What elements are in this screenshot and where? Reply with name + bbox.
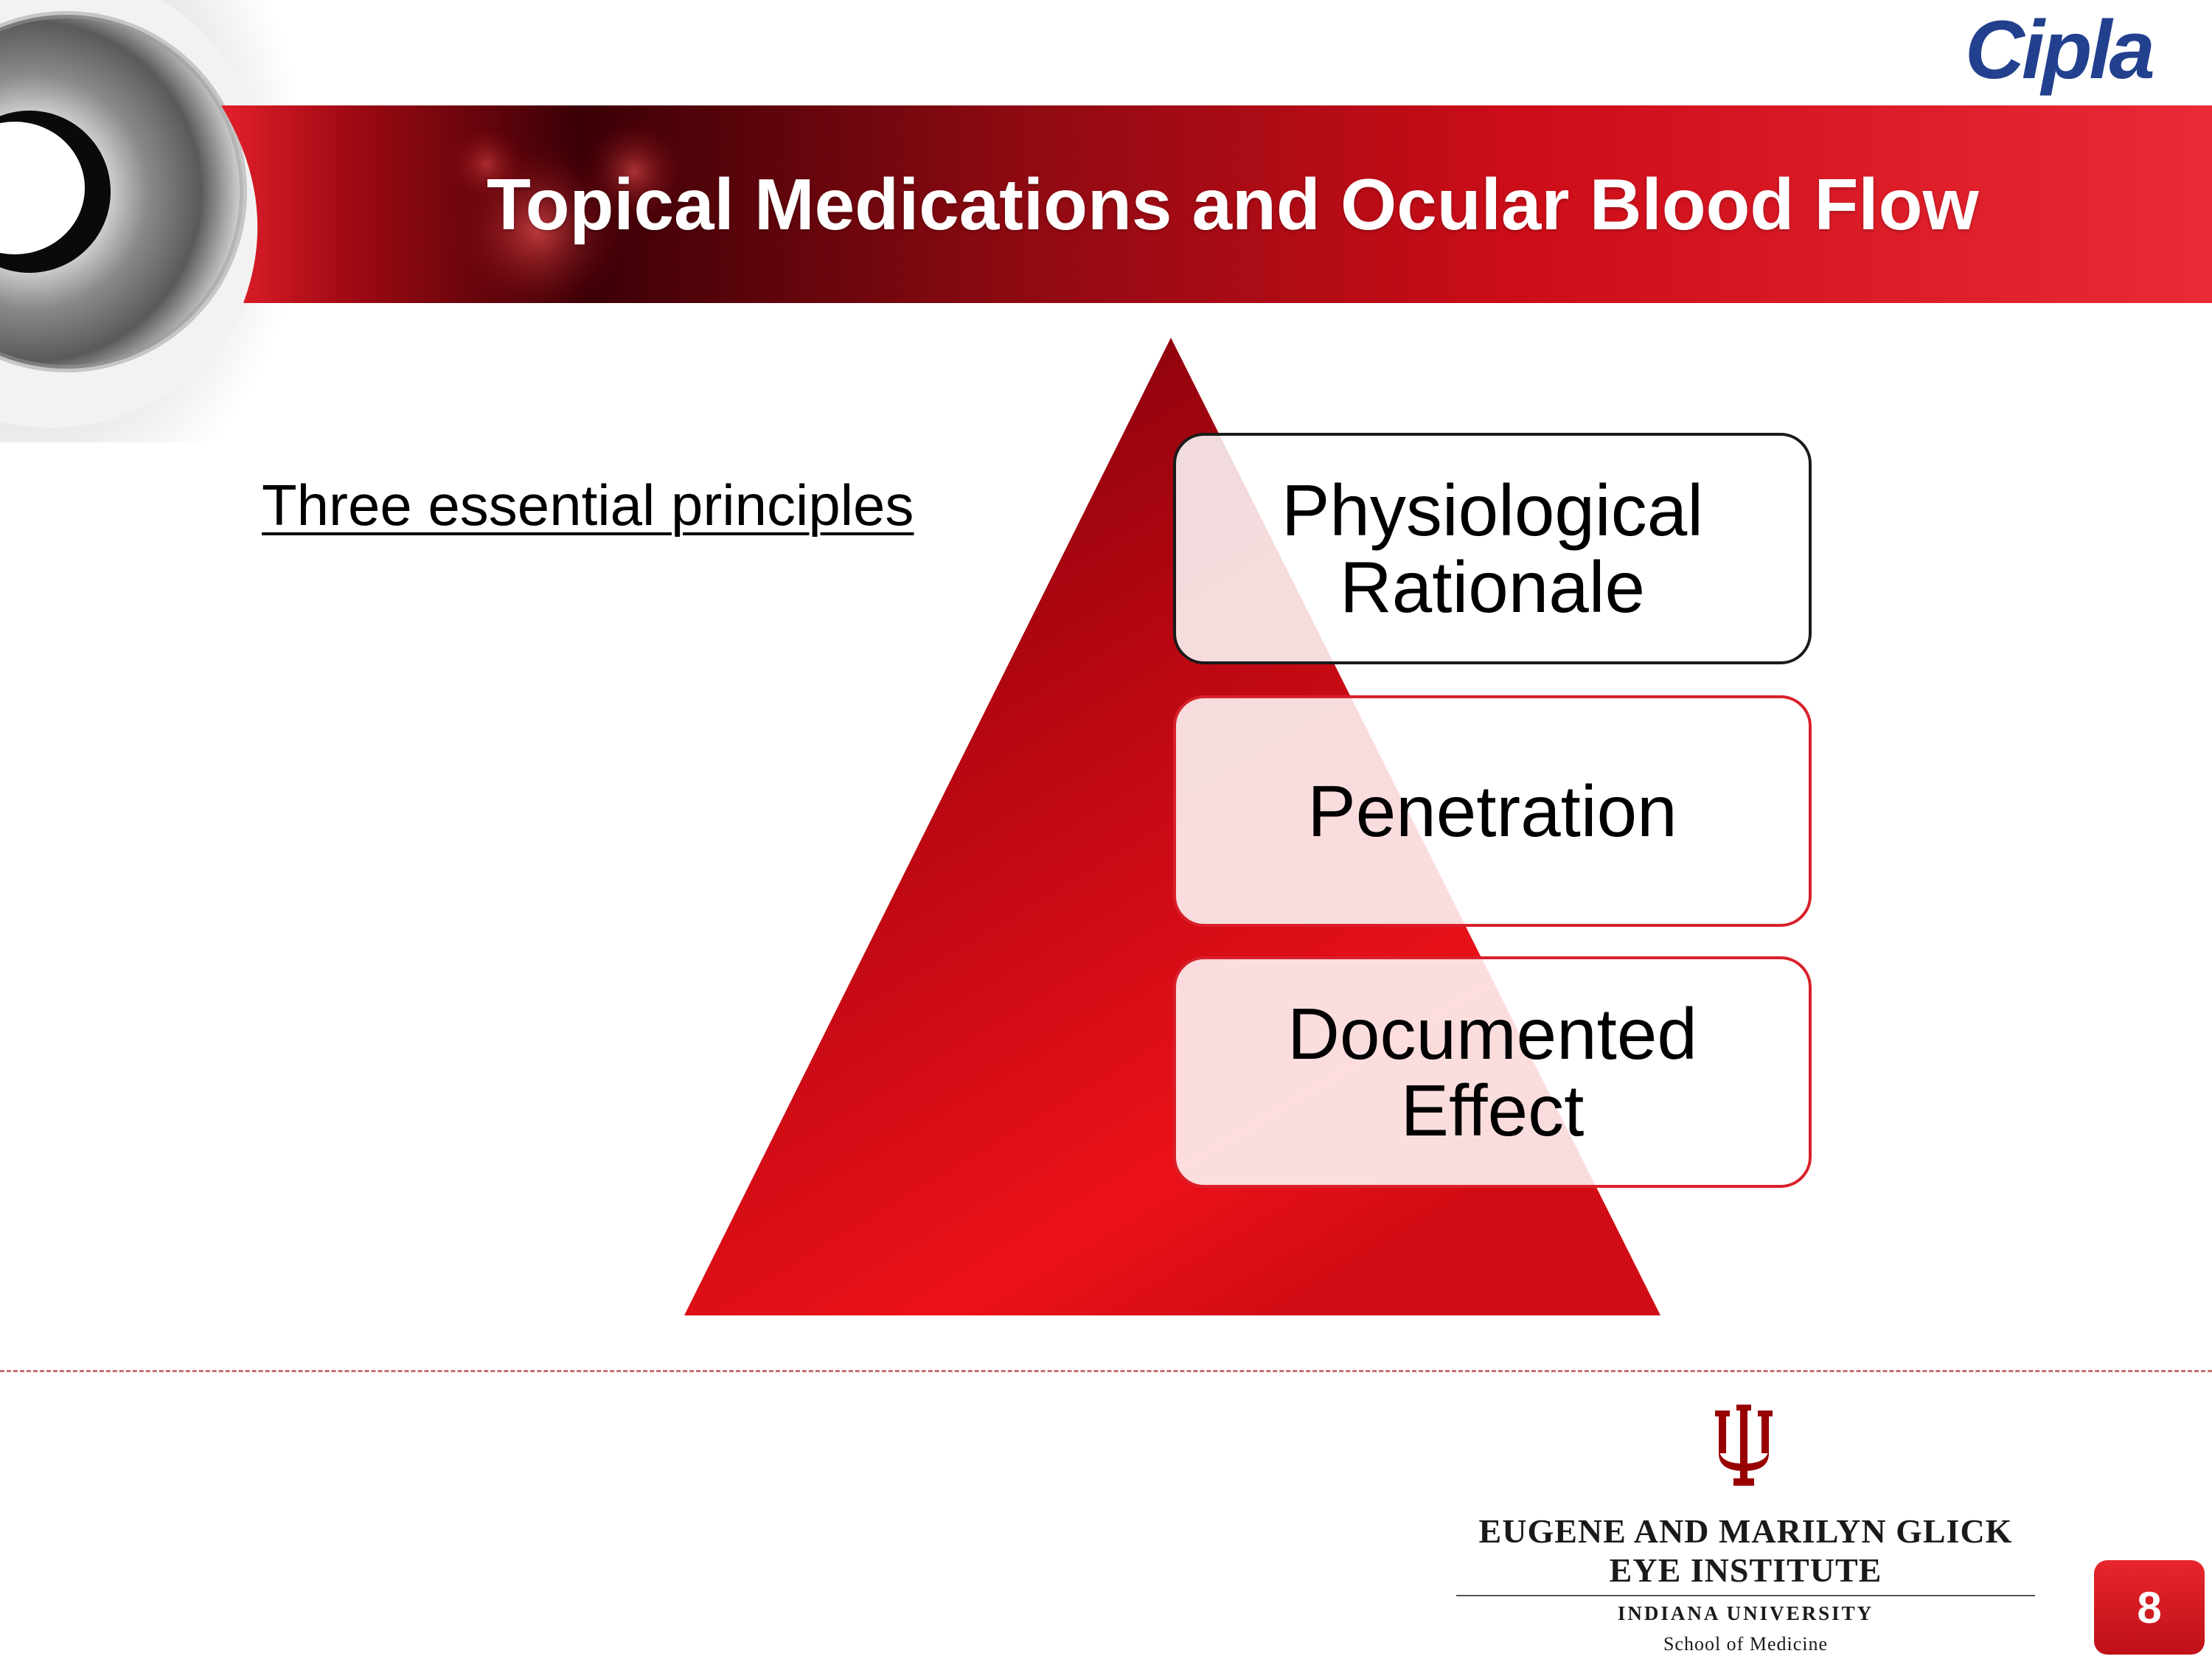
iu-trident-icon [1711,1405,1777,1486]
pyramid-level-3: Documented Effect [1173,956,1812,1188]
level-label: Physiological Rationale [1190,472,1795,625]
pyramid-level-2: Penetration [1173,695,1812,927]
footer-divider [0,1370,2212,1372]
pyramid-diagram [0,0,2212,1327]
level-label: Documented Effect [1190,995,1795,1149]
university-name: INDIANA UNIVERSITY [1456,1602,2035,1625]
institute-rule [1456,1595,2035,1596]
page-number: 8 [2094,1560,2205,1655]
level-label: Penetration [1307,773,1677,849]
school-name: School of Medicine [1456,1633,2035,1655]
pyramid-level-1: Physiological Rationale [1173,433,1812,664]
institute-name-line1: EUGENE AND MARILYN GLICK [1456,1512,2035,1551]
institute-name-line2: EYE INSTITUTE [1456,1551,2035,1590]
